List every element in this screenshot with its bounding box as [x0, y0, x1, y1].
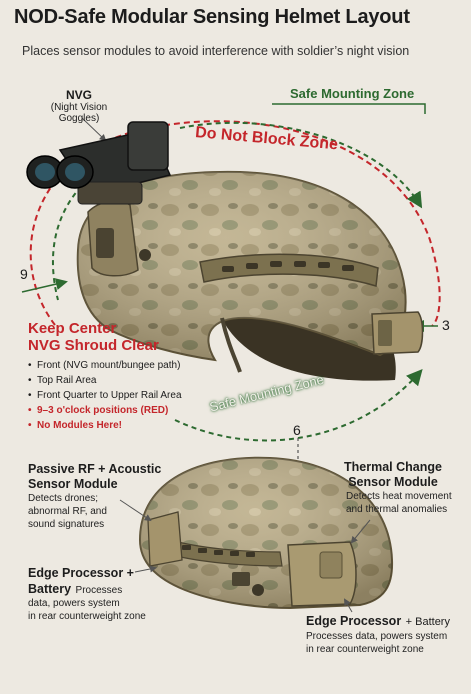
edge-right-desc-1: Processes data, powers system	[306, 631, 448, 642]
keep-clear-heading-1: Keep Center	[28, 320, 117, 337]
thermal-desc-2: and thermal anomalies	[346, 504, 448, 515]
edge-processor-right-label: Edge Processor + Battery Processes data,…	[306, 613, 468, 656]
passive-rf-label: Passive RF + Acoustic Sensor Module Dete…	[28, 462, 208, 531]
edge-left-leader	[134, 565, 157, 573]
keep-clear-item: Front (NVG mount/bungee path)	[28, 358, 228, 373]
top-helmet	[76, 170, 424, 381]
keep-clear-item: Front Quarter to Upper Rail Area	[28, 388, 228, 403]
nvg-goggles-drawing	[26, 121, 172, 205]
thermal-title-2: Sensor Module	[348, 475, 438, 489]
nvg-full-name: (Night Vision Goggles)	[50, 102, 108, 124]
edge-right-title-row: Edge Processor + Battery	[306, 613, 468, 630]
edge-left-title-2: Battery	[28, 582, 72, 596]
edge-right-title-b: + Battery	[405, 616, 450, 628]
keep-clear-list: Front (NVG mount/bungee path) Top Rail A…	[28, 358, 228, 433]
rf-leader	[119, 499, 152, 522]
clock-nine: 9	[20, 266, 28, 282]
safe-zone-arc-top	[179, 121, 423, 209]
keep-clear-panel: Keep Center NVG Shroud Clear Front (NVG …	[28, 320, 228, 433]
page-subtitle: Places sensor modules to avoid interfere…	[22, 44, 410, 58]
edge-left-desc-2: in rear counterweight zone	[28, 611, 146, 622]
nine-arrow	[21, 278, 68, 293]
nvg-label: NVG (Night Vision Goggles)	[32, 88, 126, 124]
nvg-name: NVG	[65, 88, 92, 102]
clock-six: 6	[293, 422, 301, 438]
passive-rf-desc-3: sound signatures	[28, 519, 105, 530]
passive-rf-title-1: Passive RF + Acoustic	[28, 462, 162, 476]
edge-left-desc-1: data, powers system	[28, 598, 120, 609]
thermal-desc-1: Detects heat movement	[346, 491, 452, 502]
passive-rf-title-2: Sensor Module	[28, 477, 118, 491]
passive-rf-desc-2: abnormal RF, and	[28, 506, 107, 517]
edge-right-leader	[343, 598, 353, 613]
edge-processor-left-label: Edge Processor + Battery Processes data,…	[28, 566, 198, 623]
safe-zone-bracket	[272, 103, 426, 114]
edge-left-title-1: Edge Processor +	[28, 566, 134, 580]
clock-three: 3	[442, 317, 450, 333]
edge-left-desc-inline: Processes	[75, 585, 123, 596]
bottom-helmet	[138, 456, 394, 610]
keep-clear-item-warning: No Modules Here!	[28, 418, 228, 433]
thermal-label: Thermal Change Sensor Module Detects hea…	[318, 460, 468, 516]
edge-left-title-row: Battery Processes	[28, 581, 198, 597]
nvg-leader	[81, 117, 107, 142]
keep-clear-item: Top Rail Area	[28, 373, 228, 388]
thermal-title-1: Thermal Change	[344, 460, 442, 474]
page-title: NOD-Safe Modular Sensing Helmet Layout	[14, 6, 410, 28]
keep-clear-item-red: 9–3 o'clock positions (RED)	[28, 403, 228, 418]
keep-clear-heading-2: NVG Shroud Clear	[28, 337, 159, 354]
edge-right-desc-2: in rear counterweight zone	[306, 644, 424, 655]
do-not-block-arc	[29, 120, 441, 327]
passive-rf-desc-1: Detects drones;	[28, 493, 99, 504]
edge-right-title-a: Edge Processor	[306, 614, 402, 628]
safe-zone-arc-bottom	[174, 369, 423, 442]
safe-zone-label-top: Safe Mounting Zone	[290, 86, 415, 101]
thermal-leader	[350, 519, 371, 544]
